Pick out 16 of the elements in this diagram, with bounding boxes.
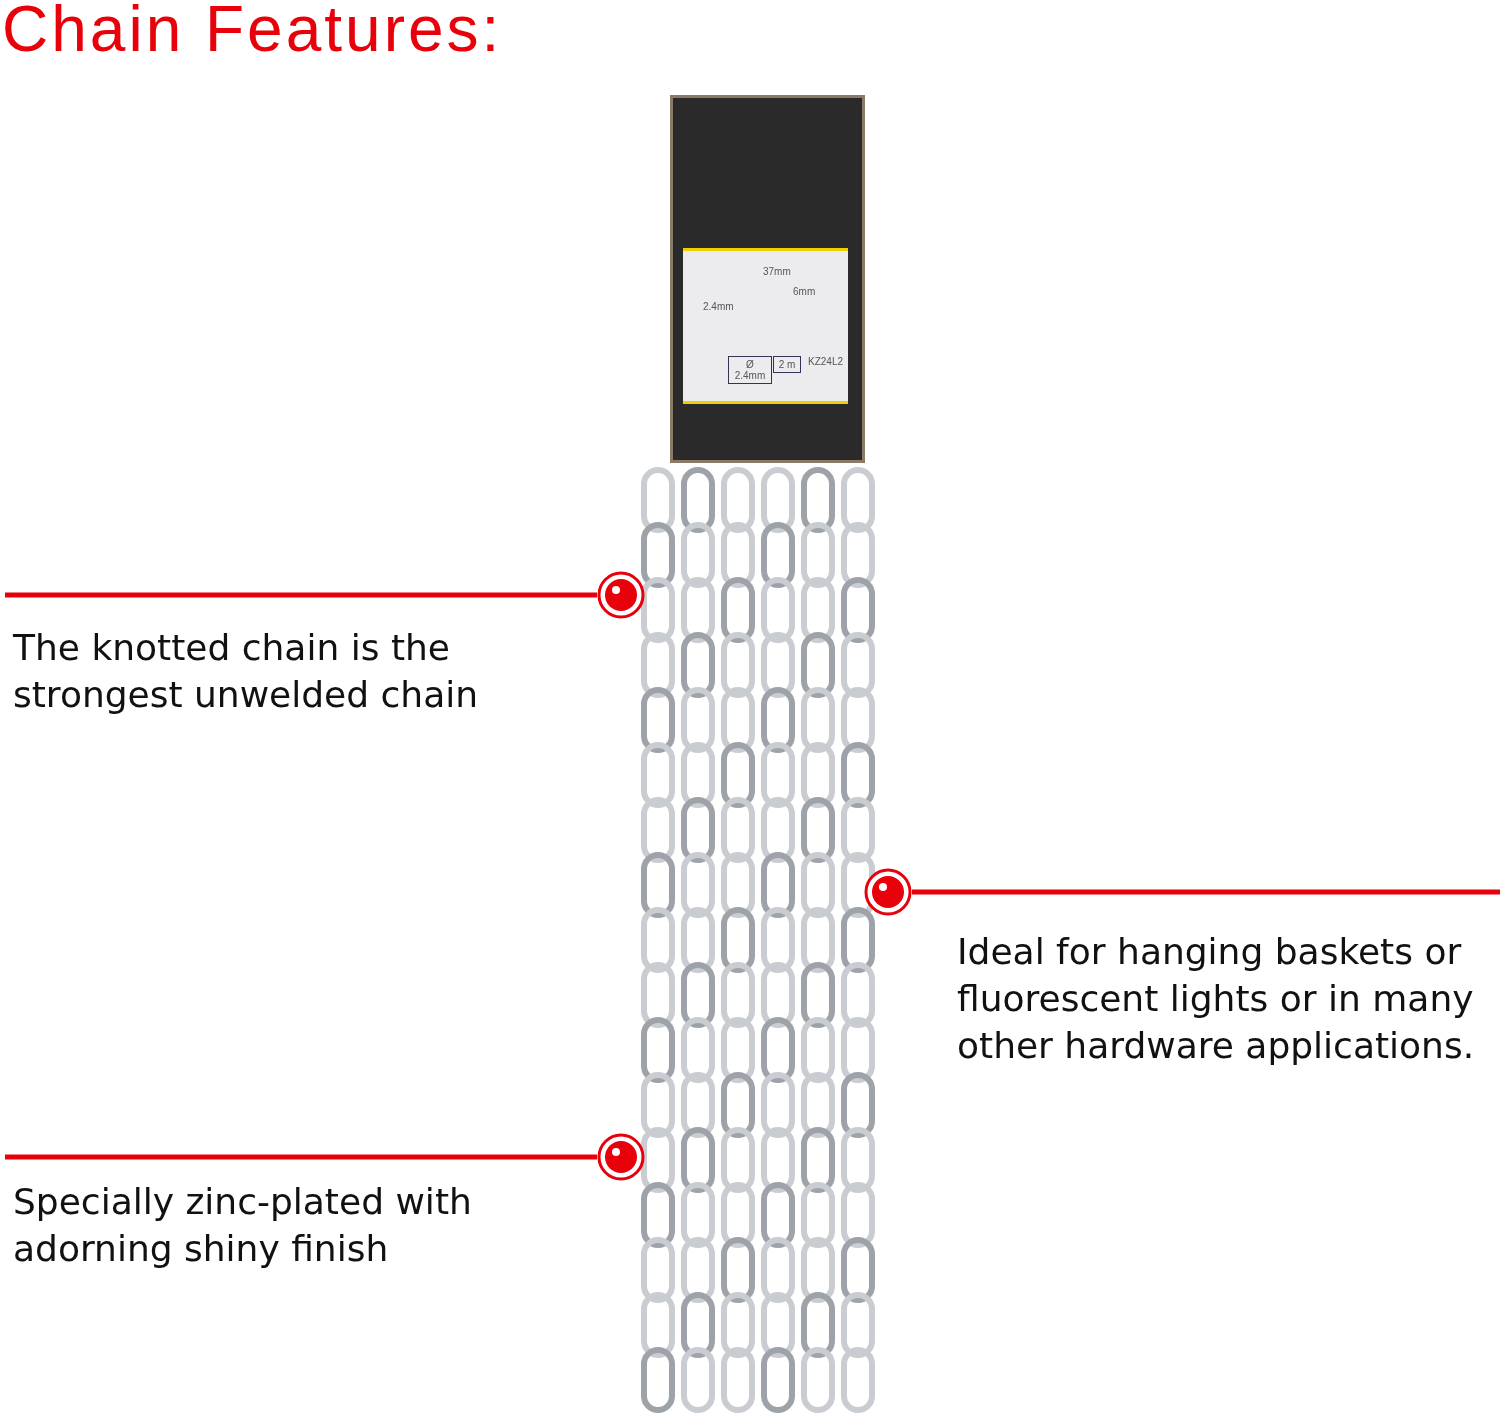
spec-label: Ø 2.4mm (728, 356, 772, 384)
spec-label: 2 m (773, 356, 801, 373)
leader-line (912, 889, 1500, 895)
callout-text: Ideal for hanging baskets or fluorescent lights or in many other hardware applications. (915, 892, 1500, 1072)
target-marker (597, 571, 645, 619)
dimension-label: 37mm (763, 266, 791, 277)
callout-text: The knotted chain is the strongest unwelded chain (5, 594, 505, 719)
target-marker (864, 868, 912, 916)
dimension-label: 2.4mm (703, 301, 734, 312)
callout-text: Specially zinc-plated with adorning shiny finish (5, 1160, 505, 1275)
product-code: KZ24L2 (808, 356, 844, 367)
target-marker (597, 1133, 645, 1181)
leader-line (5, 1154, 597, 1160)
title: Chain Features: (2, 0, 503, 66)
leader-line (5, 592, 597, 598)
dimension-label: 6mm (793, 286, 816, 297)
